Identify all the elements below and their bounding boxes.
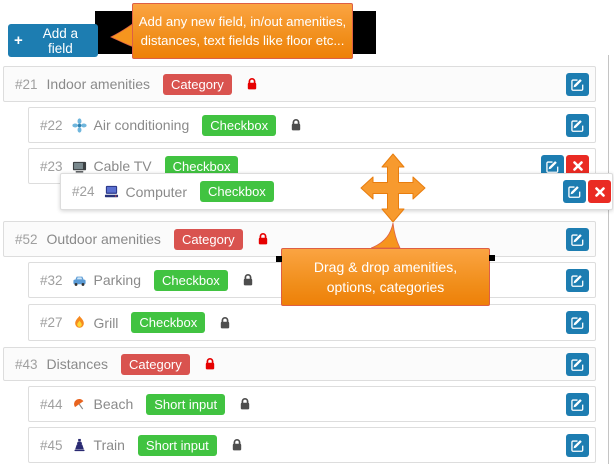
row-id: #21 bbox=[15, 76, 38, 92]
lock-icon bbox=[204, 357, 216, 371]
lock-icon bbox=[290, 118, 302, 132]
row-id: #44 bbox=[40, 396, 63, 412]
row-id: #32 bbox=[40, 272, 63, 288]
drag-tooltip-line2: options, categories bbox=[326, 279, 445, 295]
selection-handle-right bbox=[489, 255, 495, 261]
field-row-21[interactable]: #21 Indoor amenities Category bbox=[3, 66, 596, 102]
row-label: Grill bbox=[93, 314, 119, 331]
type-badge: Category bbox=[173, 228, 243, 250]
row-label: Distances bbox=[46, 356, 108, 372]
row-label: Air conditioning bbox=[93, 117, 190, 133]
type-badge: Checkbox bbox=[164, 155, 239, 177]
type-badge: Short input bbox=[146, 393, 226, 415]
lock-icon bbox=[219, 316, 231, 330]
type-badge: Checkbox bbox=[154, 269, 228, 291]
edit-icon bbox=[571, 119, 584, 132]
add-tooltip-line1: Add any new field, in/out amenities, bbox=[138, 13, 347, 29]
type-badge: Short input bbox=[137, 434, 217, 456]
field-row-43[interactable]: #43 Distances Category bbox=[3, 347, 596, 381]
lock-icon bbox=[257, 232, 269, 246]
type-badge: Category bbox=[121, 353, 190, 375]
row-id: #23 bbox=[40, 158, 63, 174]
edit-icon bbox=[571, 233, 584, 246]
edit-icon bbox=[571, 78, 584, 91]
drag-tooltip: Drag & drop amenities, options, categori… bbox=[281, 248, 490, 306]
field-row-45[interactable]: #45 Train Short input bbox=[28, 427, 596, 463]
edit-icon bbox=[546, 160, 559, 173]
type-badge: Checkbox bbox=[200, 181, 274, 202]
close-icon bbox=[572, 161, 583, 171]
edit-button[interactable] bbox=[566, 227, 589, 251]
add-field-label: Add a field bbox=[42, 25, 79, 56]
selection-handle-left bbox=[276, 256, 282, 262]
type-badge: Checkbox bbox=[131, 312, 206, 333]
edit-icon bbox=[571, 317, 584, 329]
container-right-border bbox=[608, 55, 609, 464]
row-id: #52 bbox=[15, 231, 38, 247]
close-icon bbox=[594, 186, 605, 197]
beach-icon bbox=[72, 397, 87, 412]
add-tooltip-line2: distances, text fields like floor etc... bbox=[140, 33, 345, 48]
edit-button[interactable] bbox=[566, 268, 589, 292]
row-label: Outdoor amenities bbox=[46, 231, 161, 247]
plus-icon: + bbox=[14, 32, 23, 49]
delete-button[interactable] bbox=[588, 180, 611, 203]
edit-button[interactable] bbox=[566, 433, 589, 457]
drag-tooltip-pointer bbox=[371, 223, 401, 249]
tv-icon bbox=[72, 159, 87, 174]
edit-icon bbox=[568, 186, 581, 198]
field-row-23[interactable]: #23 Cable TV Checkbox bbox=[28, 148, 596, 184]
edit-button[interactable] bbox=[566, 392, 589, 416]
lock-icon bbox=[246, 77, 258, 91]
edit-button[interactable] bbox=[566, 113, 589, 137]
row-id: #43 bbox=[15, 356, 38, 372]
add-field-button[interactable]: + Add a field bbox=[8, 24, 98, 57]
lock-icon bbox=[242, 273, 254, 287]
row-label: Train bbox=[93, 437, 125, 453]
edit-button[interactable] bbox=[541, 154, 564, 178]
drag-tooltip-line1: Drag & drop amenities, bbox=[313, 258, 458, 275]
type-badge: Category bbox=[163, 73, 232, 95]
edit-button[interactable] bbox=[563, 180, 586, 203]
row-id: #24 bbox=[72, 184, 95, 199]
edit-icon bbox=[571, 358, 584, 371]
edit-button[interactable] bbox=[566, 311, 589, 334]
row-label: Cable TV bbox=[93, 158, 152, 174]
move-cross-icon bbox=[360, 153, 426, 223]
row-label: Indoor amenities bbox=[46, 76, 151, 92]
fan-icon bbox=[71, 117, 87, 133]
add-tooltip-pointer bbox=[110, 22, 134, 48]
row-id: #45 bbox=[40, 437, 63, 453]
lock-icon bbox=[239, 397, 251, 411]
row-label: Beach bbox=[93, 396, 134, 412]
edit-button[interactable] bbox=[566, 72, 589, 96]
edit-icon bbox=[571, 274, 584, 287]
delete-button[interactable] bbox=[566, 154, 589, 178]
field-row-44[interactable]: #44 Beach Short input bbox=[28, 386, 596, 422]
field-row-22[interactable]: #22 Air conditioning Checkbox bbox=[28, 107, 596, 143]
row-id: #22 bbox=[40, 117, 63, 133]
field-row-24-dragging[interactable]: #24 Computer Checkbox bbox=[60, 173, 613, 210]
type-badge: Checkbox bbox=[202, 114, 277, 136]
add-tooltip: Add any new field, in/out amenities, dis… bbox=[132, 3, 353, 59]
row-label: Computer bbox=[125, 183, 187, 200]
edit-icon bbox=[571, 398, 584, 411]
row-id: #27 bbox=[40, 315, 63, 330]
row-label: Parking bbox=[93, 272, 141, 288]
train-icon bbox=[72, 438, 87, 453]
edit-icon bbox=[571, 439, 584, 452]
car-icon bbox=[72, 273, 87, 288]
computer-icon bbox=[104, 184, 119, 199]
lock-icon bbox=[231, 438, 243, 452]
fire-icon bbox=[72, 315, 87, 330]
field-row-27[interactable]: #27 Grill Checkbox bbox=[28, 304, 596, 341]
edit-button[interactable] bbox=[566, 352, 589, 376]
